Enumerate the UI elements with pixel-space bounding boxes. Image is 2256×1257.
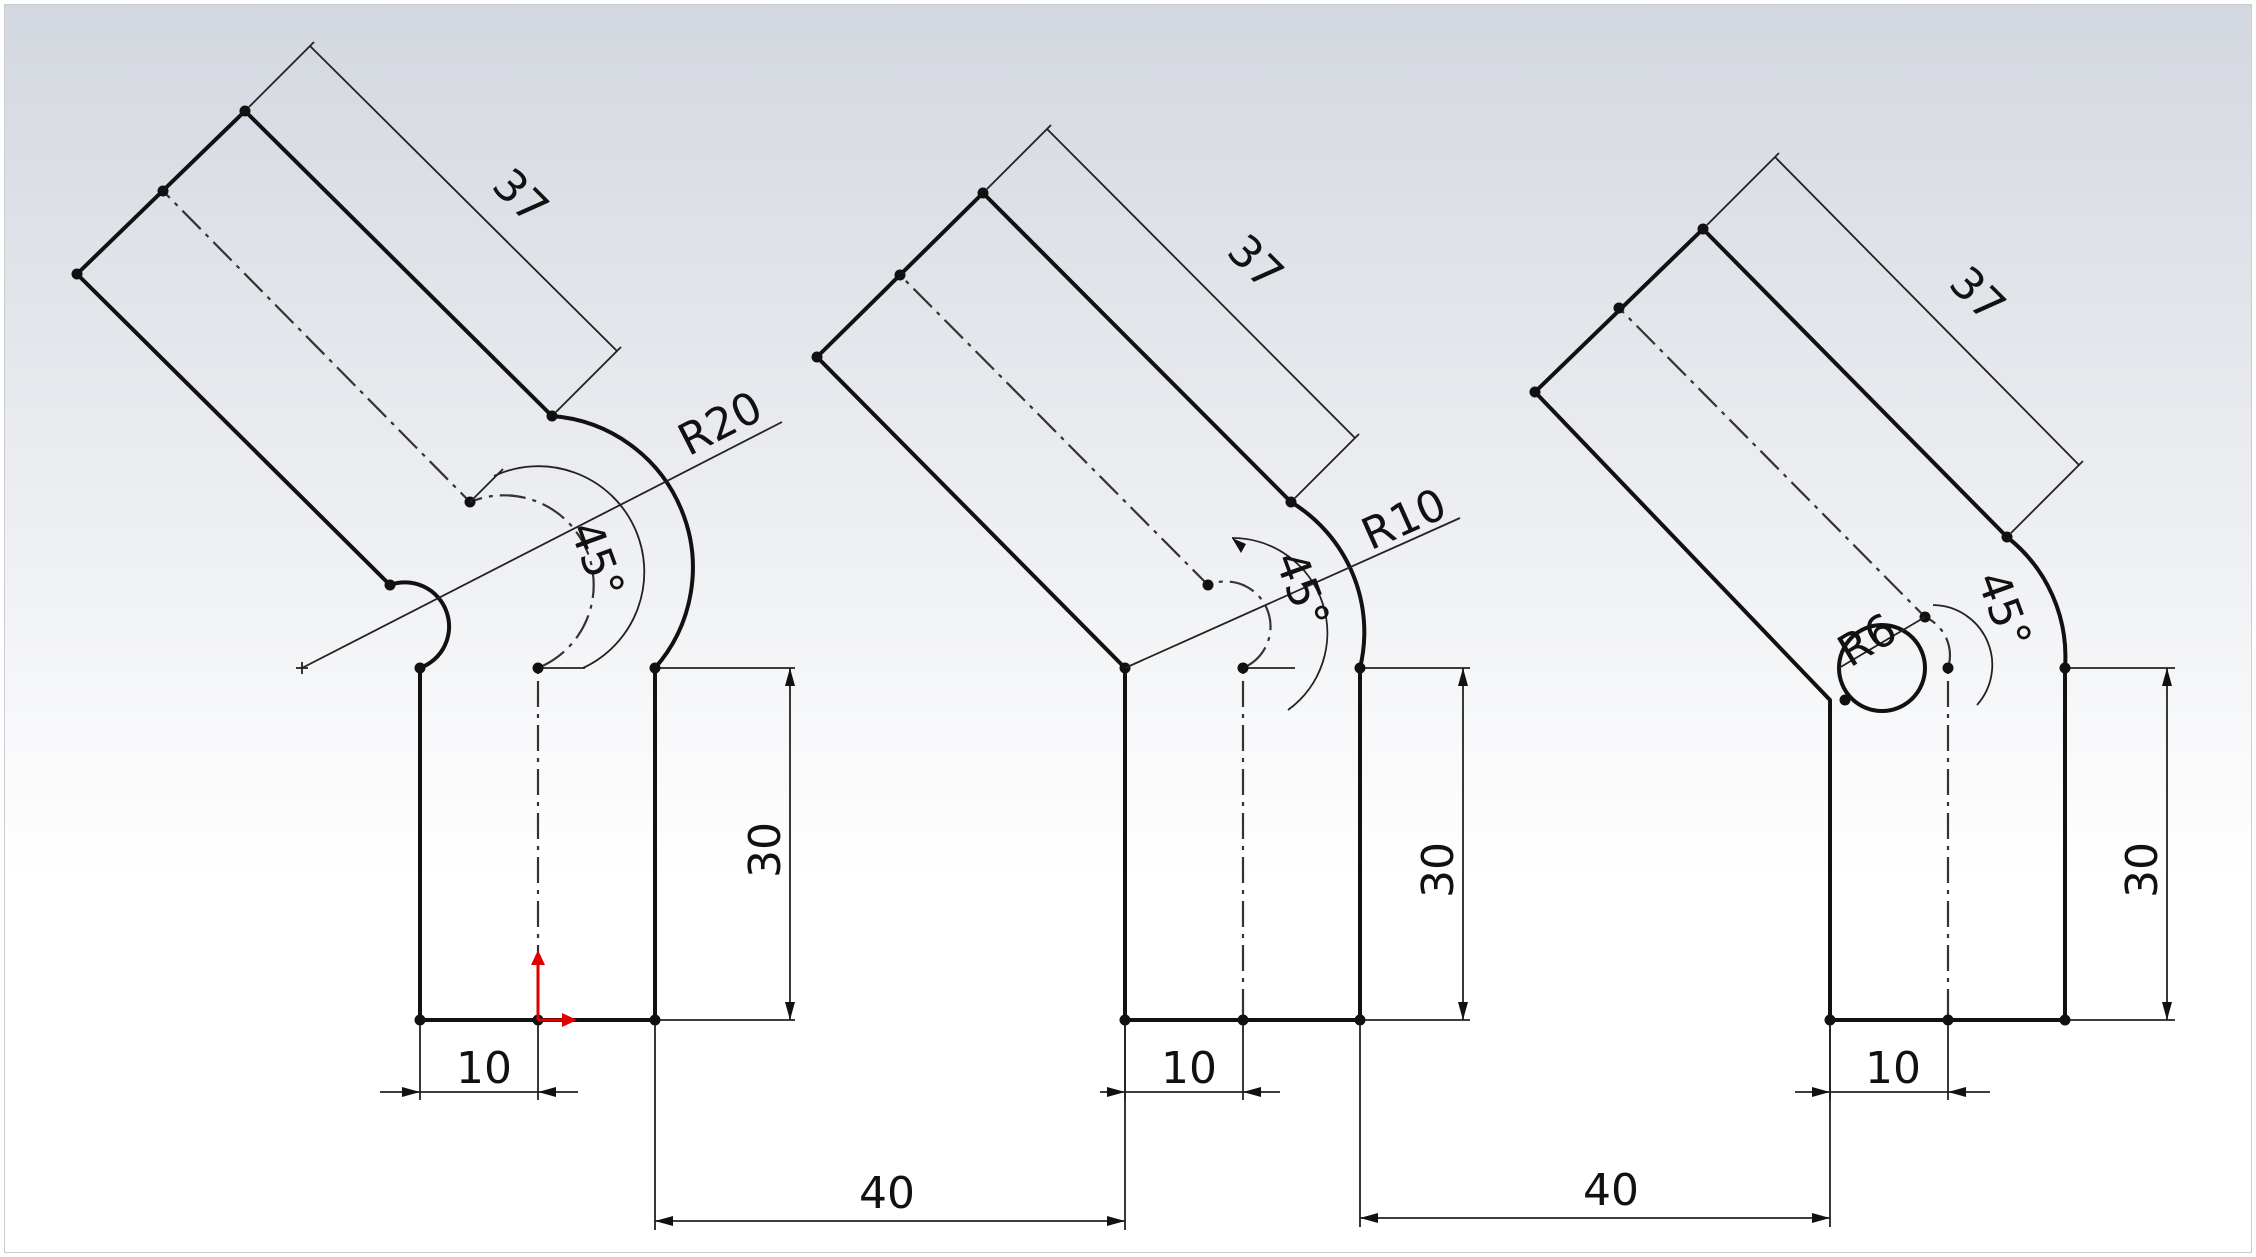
vertex [1354, 662, 1366, 674]
arrowhead [1107, 1216, 1125, 1226]
vertex [1697, 223, 1709, 235]
arrowhead [1458, 1002, 1468, 1020]
vertex [649, 662, 661, 674]
vertex [1942, 662, 1954, 674]
dimension-line [1774, 156, 2080, 466]
extension-line [248, 41, 315, 108]
arrowhead [1243, 1087, 1261, 1097]
vertex [977, 187, 989, 199]
pipe-outline-3 [1533, 227, 2068, 1022]
vertex [1942, 1014, 1954, 1026]
angle-arc [1932, 604, 1994, 706]
vertex-points-2 [811, 187, 1366, 1026]
arrowhead [1948, 1087, 1966, 1097]
vertex [811, 351, 823, 363]
dimension-line [1046, 128, 1356, 439]
vertex [649, 1014, 661, 1026]
sketch-viewport: 30 10 37 R20 45° [4, 4, 2252, 1253]
dimension-width-1: 10 [380, 1025, 578, 1100]
angle-arc [1231, 537, 1329, 711]
radius-leader [1838, 616, 1926, 669]
dimension-height-2: 30 [1365, 667, 1470, 1021]
vertex-points-1 [71, 105, 661, 1026]
vertex [157, 185, 169, 197]
extension-line [2010, 460, 2084, 534]
arrowhead [1458, 668, 1468, 686]
arrowhead [1232, 538, 1246, 553]
sketch-view-1: 30 10 37 R20 45° [71, 41, 795, 1100]
vertex [1529, 386, 1541, 398]
arrowhead [2162, 668, 2172, 686]
arrowhead [785, 668, 795, 686]
dimension-label-width: 10 [456, 1043, 512, 1094]
vertex [1237, 662, 1249, 674]
arrowhead [655, 1216, 673, 1226]
vertex [384, 579, 396, 591]
vertex [239, 105, 251, 117]
dimension-label-height: 30 [740, 822, 791, 878]
spacing-dimension-1: 40 [654, 1025, 1126, 1230]
dimension-width-2: 10 [1100, 1025, 1280, 1100]
centerline-2 [899, 274, 1272, 1015]
dimension-height-3: 30 [2070, 667, 2175, 1021]
spacing-dimension-2: 40 [1359, 1025, 1831, 1227]
vertex [1824, 1014, 1836, 1026]
vertex [71, 268, 83, 280]
vertex [2059, 662, 2071, 674]
vertex [1119, 1014, 1131, 1026]
sketch-canvas: 30 10 37 R20 45° [5, 5, 2251, 1252]
dimension-label-spacing: 40 [1583, 1165, 1639, 1216]
origin-y-arrow [531, 950, 545, 965]
arrowhead [1812, 1213, 1830, 1223]
vertex [2001, 531, 2013, 543]
arrowhead [1360, 1213, 1378, 1223]
extension-line [1706, 152, 1780, 226]
vertex [2059, 1014, 2071, 1026]
arrowhead [785, 1002, 795, 1020]
arrowhead [1107, 1087, 1125, 1097]
dimension-height-1: 30 [660, 667, 795, 1021]
radius-leader [301, 421, 783, 669]
extension-line [986, 124, 1052, 190]
vertex [1202, 579, 1214, 591]
dimension-label-height: 30 [2117, 842, 2168, 898]
arrowhead [1812, 1087, 1830, 1097]
vertex [414, 662, 426, 674]
centerline-1 [162, 190, 595, 1015]
vertex [1237, 1014, 1249, 1026]
extension-line [1294, 433, 1360, 499]
sketch-view-3: 30 10 37 R6 45° [1529, 152, 2175, 1100]
radius-leader [1124, 517, 1461, 669]
vertex [894, 269, 906, 281]
arrowhead [2162, 1002, 2172, 1020]
dimension-label-width: 10 [1161, 1043, 1217, 1094]
arrowhead [538, 1087, 556, 1097]
dimension-label-width: 10 [1865, 1043, 1921, 1094]
origin-x-arrow [562, 1013, 577, 1027]
sketch-origin-marker [531, 950, 577, 1027]
dimension-width-3: 10 [1795, 1025, 1990, 1100]
vertex [546, 410, 558, 422]
vertex [1354, 1014, 1366, 1026]
vertex [1839, 694, 1851, 706]
vertex-points-3 [1529, 223, 2071, 1026]
dimension-label-spacing: 40 [859, 1168, 915, 1219]
pipe-outline-1 [75, 109, 695, 1022]
arrowhead [402, 1087, 420, 1097]
vertex [414, 1014, 426, 1026]
vertex [1613, 302, 1625, 314]
dimension-line [309, 45, 618, 352]
extension-line [555, 346, 622, 413]
vertex [1285, 496, 1297, 508]
dimension-label-height: 30 [1413, 842, 1464, 898]
angle-arc [493, 465, 646, 669]
vertex [532, 662, 544, 674]
